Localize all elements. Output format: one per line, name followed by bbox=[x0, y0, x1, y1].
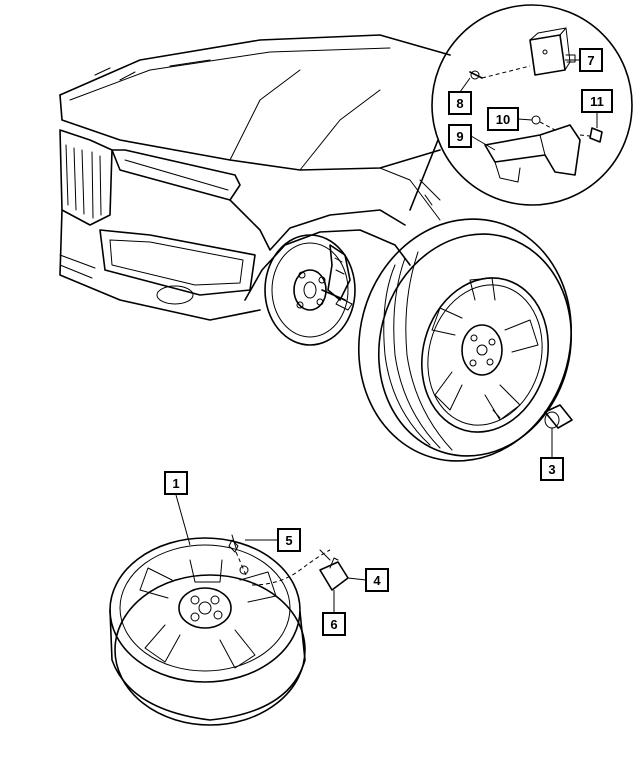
callout-1[interactable]: 1 bbox=[164, 471, 191, 546]
callout-5[interactable]: 5 bbox=[245, 528, 301, 552]
callout-3[interactable]: 3 bbox=[540, 428, 564, 481]
callout-8-label: 8 bbox=[456, 96, 463, 111]
callout-9[interactable]: 9 bbox=[448, 124, 496, 151]
callout-3-label: 3 bbox=[548, 462, 555, 477]
callout-5-label: 5 bbox=[285, 533, 292, 548]
callout-4[interactable]: 4 bbox=[347, 568, 389, 592]
callout-7[interactable]: 7 bbox=[565, 48, 603, 72]
callout-1-label: 1 bbox=[172, 476, 179, 491]
vehicle-front-illustration bbox=[59, 34, 451, 321]
callout-9-label: 9 bbox=[456, 129, 463, 144]
callout-10-label: 10 bbox=[496, 112, 510, 127]
callout-4-label: 4 bbox=[373, 573, 381, 588]
callout-6-label: 6 bbox=[330, 617, 337, 632]
callout-10[interactable]: 10 bbox=[487, 107, 533, 131]
sensor-detail-inset bbox=[409, 4, 633, 211]
brake-rotor-hub bbox=[264, 234, 356, 346]
spare-wheel-illustration bbox=[109, 534, 349, 726]
tire-and-wheel-assembly bbox=[357, 218, 573, 462]
callout-8[interactable]: 8 bbox=[448, 77, 472, 115]
callout-7-label: 7 bbox=[587, 53, 594, 68]
callout-6[interactable]: 6 bbox=[322, 590, 346, 636]
callout-11-label: 11 bbox=[590, 94, 604, 109]
callout-11[interactable]: 11 bbox=[581, 89, 613, 128]
